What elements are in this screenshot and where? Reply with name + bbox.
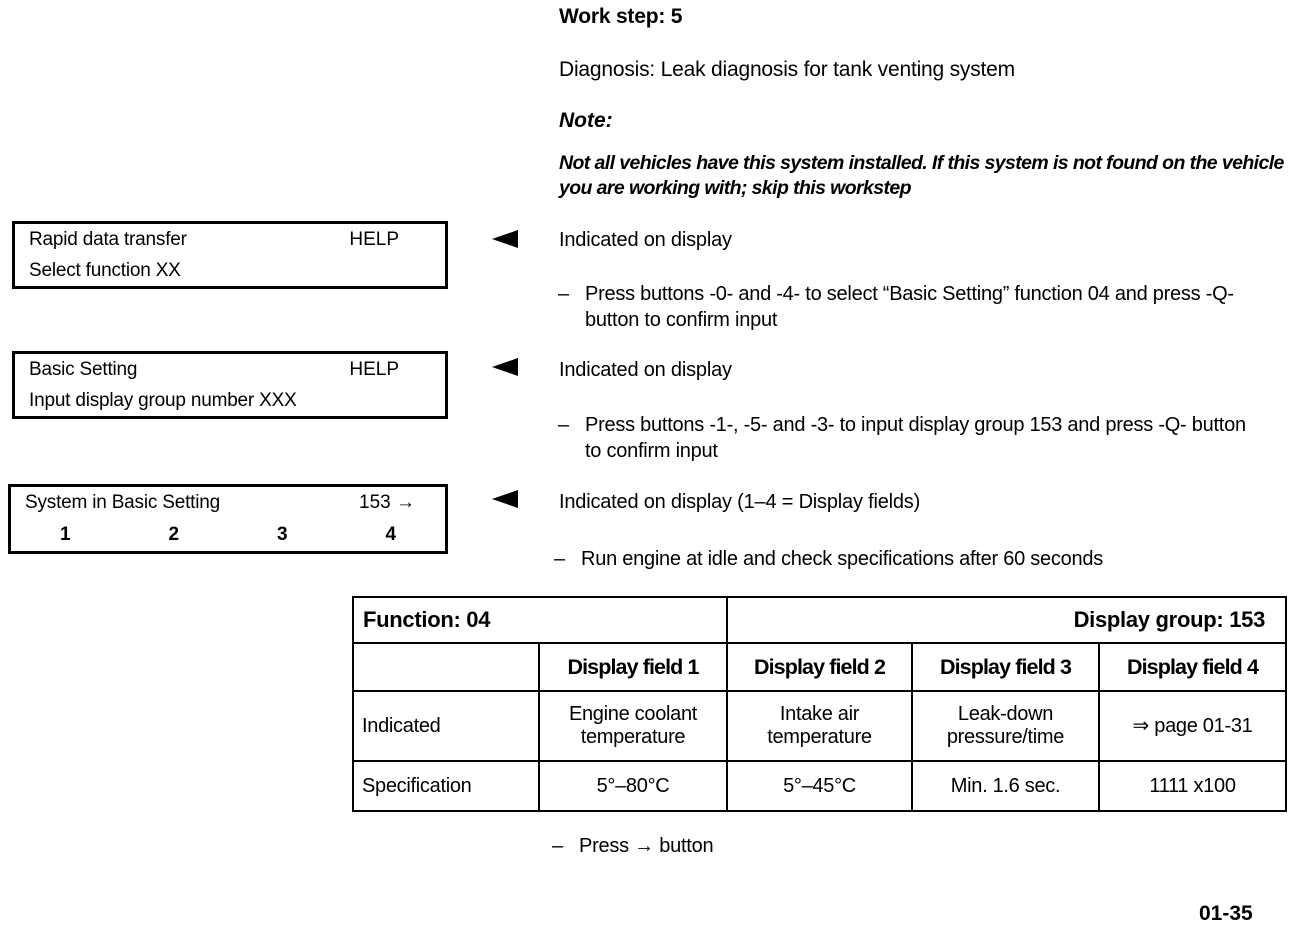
table-column-header-1: Display field 1 <box>538 642 728 692</box>
bullet-dash-icon-3: – <box>554 548 565 570</box>
table-column-header-4: Display field 4 <box>1097 642 1288 692</box>
instruction-bullet-2: – Press buttons -1-, -5- and -3- to inpu… <box>558 412 1258 465</box>
pointer-triangle-icon-2 <box>492 358 518 376</box>
row-label-indicated: Indicated <box>352 690 540 762</box>
instruction-bullet-2-text: Press buttons -1-, -5- and -3- to input … <box>585 414 1246 463</box>
display-2-line-1: Basic Setting HELP <box>15 354 445 385</box>
specification-cell-2: 5°–45°C <box>726 760 913 812</box>
table-row: Specification 5°–80°C 5°–45°C Min. 1.6 s… <box>352 760 1288 812</box>
bullet-dash-icon-2: – <box>558 414 569 436</box>
indicated-on-display-3: Indicated on display (1–4 = Display fiel… <box>559 491 921 513</box>
indicated-cell-4-page-reference: ⇒ page 01-31 <box>1097 690 1288 762</box>
table-function-label: Function: 04 <box>352 596 728 644</box>
display-1-title: Rapid data transfer <box>29 228 187 250</box>
indicated-cell-2: Intake air temperature <box>726 690 913 762</box>
scan-tool-display-1: Rapid data transfer HELP Select function… <box>12 221 448 289</box>
display-3-field-numbers: 1 2 3 4 <box>11 519 445 551</box>
instruction-bullet-final-text: Press → button <box>579 835 714 857</box>
table-column-header-2: Display field 2 <box>726 642 913 692</box>
pointer-triangle-icon-3 <box>492 490 518 508</box>
table-header-row-columns: Display field 1 Display field 2 Display … <box>352 642 1288 692</box>
scan-tool-display-3: System in Basic Setting 153 → 1 2 3 4 <box>8 484 448 554</box>
table-display-group-label: Display group: 153 <box>725 596 1288 644</box>
display-3-line-1: System in Basic Setting 153 → <box>11 487 445 519</box>
bullet-dash-icon-1: – <box>558 283 569 305</box>
specification-table: Function: 04 Display group: 153 Display … <box>352 596 1288 812</box>
display-1-line-1: Rapid data transfer HELP <box>15 224 445 255</box>
table-header-row-function: Function: 04 Display group: 153 <box>352 596 1288 644</box>
diagnosis-line: Diagnosis: Leak diagnosis for tank venti… <box>559 58 1015 81</box>
display-3-group-value: 153 → <box>359 492 415 513</box>
display-2-help-label: HELP <box>349 358 399 380</box>
display-2-title: Basic Setting <box>29 358 138 380</box>
instruction-bullet-1-text: Press buttons -0- and -4- to select “Bas… <box>585 283 1234 332</box>
display-1-prompt: Select function XX <box>29 259 181 281</box>
indicated-on-display-1: Indicated on display <box>559 229 732 251</box>
specification-cell-3: Min. 1.6 sec. <box>911 760 1100 812</box>
indicated-cell-1: Engine coolant temperature <box>538 690 728 762</box>
display-field-number-2: 2 <box>168 524 180 545</box>
pointer-triangle-icon-1 <box>492 230 518 248</box>
note-heading: Note: <box>559 109 613 132</box>
instruction-bullet-final: – Press → button <box>552 833 972 859</box>
page-number-footer: 01-35 <box>1199 902 1253 925</box>
note-body-text: Not all vehicles have this system instal… <box>559 152 1284 200</box>
display-field-number-3: 3 <box>276 524 288 545</box>
indicated-cell-3: Leak-down pressure/time <box>911 690 1100 762</box>
instruction-bullet-3-text: Run engine at idle and check specificati… <box>581 548 1104 570</box>
specification-cell-1: 5°–80°C <box>538 760 728 812</box>
display-field-number-4: 4 <box>385 524 397 545</box>
instruction-bullet-1: – Press buttons -0- and -4- to select “B… <box>558 281 1278 334</box>
instruction-bullet-3: – Run engine at idle and check specifica… <box>554 546 1294 572</box>
display-1-line-2: Select function XX <box>15 255 445 286</box>
indicated-on-display-2: Indicated on display <box>559 359 732 381</box>
display-1-help-label: HELP <box>349 228 399 250</box>
specification-cell-4: 1111 x100 <box>1097 760 1288 812</box>
table-row: Indicated Engine coolant temperature Int… <box>352 690 1288 762</box>
work-step-heading: Work step: 5 <box>559 5 683 28</box>
bullet-dash-icon-final: – <box>552 835 563 857</box>
scan-tool-display-2: Basic Setting HELP Input display group n… <box>12 351 448 419</box>
row-label-specification: Specification <box>352 760 540 812</box>
table-column-header-3: Display field 3 <box>911 642 1100 692</box>
display-2-line-2: Input display group number XXX <box>15 385 445 416</box>
display-field-number-1: 1 <box>59 524 71 545</box>
display-2-prompt: Input display group number XXX <box>29 389 297 411</box>
display-3-title: System in Basic Setting <box>25 492 220 513</box>
table-corner-cell <box>352 642 540 692</box>
